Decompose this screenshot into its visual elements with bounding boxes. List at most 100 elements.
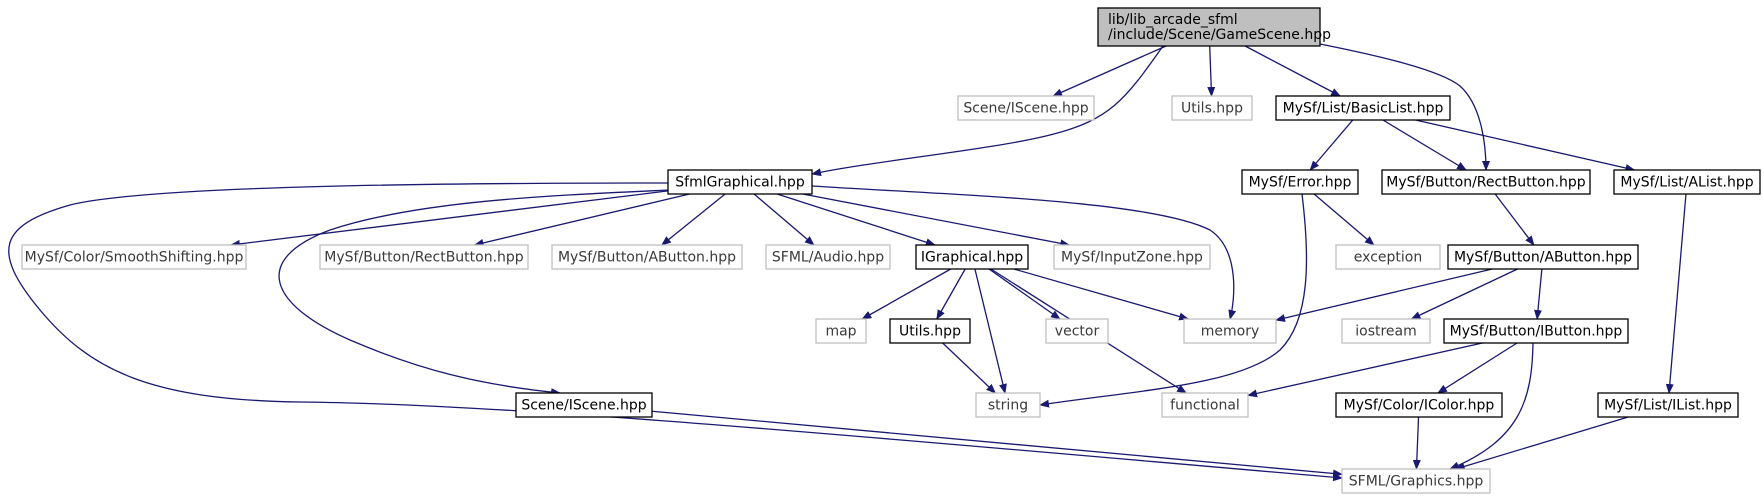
node-label: SfmlGraphical.hpp — [675, 175, 805, 191]
edge-sfmlgraphical-to-abutton_ext — [661, 193, 726, 246]
node-label: MySf/Button/IButton.hpp — [1450, 324, 1623, 340]
edge-sfmlgraphical-to-smoothshifting — [229, 190, 669, 248]
node-box — [1275, 95, 1451, 121]
node-box — [515, 392, 653, 418]
edge-abutton-to-iostream — [1410, 268, 1518, 320]
node-box — [1443, 318, 1629, 344]
edge-utils-to-string — [942, 342, 997, 394]
node-functional: functional — [1161, 392, 1249, 418]
node-label: MySf/List/AList.hpp — [1620, 175, 1753, 191]
node-basiclist[interactable]: MySf/List/BasicList.hpp — [1275, 95, 1451, 121]
node-string: string — [975, 392, 1041, 418]
node-sfml_graphics: SFML/Graphics.hpp — [1341, 468, 1491, 494]
node-box — [1341, 468, 1491, 494]
node-sfml_audio: SFML/Audio.hpp — [765, 244, 891, 270]
node-label: Utils.hpp — [1181, 101, 1243, 117]
node-label: MySf/InputZone.hpp — [1061, 250, 1203, 266]
edge-abutton-to-ibutton — [1534, 268, 1543, 320]
node-box — [21, 244, 247, 270]
node-label: MySf/Button/RectButton.hpp — [1386, 175, 1586, 191]
edge-sfmlgraphical-to-memory — [811, 185, 1237, 320]
edge-sfmlgraphical-to-sfml_graphics — [8, 182, 1343, 482]
edge-root-to-basiclist — [1244, 45, 1342, 97]
node-label: MySf/List/BasicList.hpp — [1283, 101, 1444, 117]
edge-basiclist-to-error — [1309, 119, 1354, 171]
edge-igraphical-to-map — [861, 268, 952, 320]
node-label: SFML/Audio.hpp — [772, 250, 884, 266]
node-label: vector — [1055, 324, 1100, 340]
node-sfmlgraphical[interactable]: SfmlGraphical.hpp — [667, 169, 813, 195]
node-iostream: iostream — [1341, 318, 1431, 344]
node-box — [1053, 244, 1211, 270]
node-box — [1183, 318, 1277, 344]
node-rectbutton[interactable]: MySf/Button/RectButton.hpp — [1381, 169, 1591, 195]
edge-sfmlgraphical-to-sfml_audio — [753, 193, 815, 246]
node-box — [1045, 318, 1109, 344]
node-label: Scene/IScene.hpp — [521, 398, 646, 414]
edge-icolor-to-sfml_graphics — [1412, 416, 1421, 470]
node-label: exception — [1354, 250, 1422, 266]
edge-sfmlgraphical-to-rectbutton_ext — [473, 193, 690, 247]
node-box — [1335, 244, 1441, 270]
node-label: iostream — [1355, 324, 1417, 340]
node-smoothshifting: MySf/Color/SmoothShifting.hpp — [21, 244, 247, 270]
node-label: MySf/List/IList.hpp — [1604, 398, 1732, 414]
node-box — [319, 244, 529, 270]
node-label: MySf/Color/SmoothShifting.hpp — [25, 250, 244, 266]
node-abutton[interactable]: MySf/Button/AButton.hpp — [1447, 244, 1639, 270]
node-label: MySf/Button/AButton.hpp — [558, 250, 736, 266]
node-label: lib/lib_arcade_sfml — [1108, 12, 1238, 28]
edge-basiclist-to-alist — [1415, 119, 1636, 172]
node-box — [1335, 392, 1503, 418]
node-box — [1613, 169, 1761, 195]
node-utils_ext: Utils.hpp — [1171, 95, 1253, 121]
node-scene_iscene_ext: Scene/IScene.hpp — [957, 95, 1095, 121]
node-box — [667, 169, 813, 195]
edge-ibutton-to-functional — [1247, 342, 1483, 398]
node-box — [1161, 392, 1249, 418]
node-label: functional — [1170, 398, 1240, 414]
node-utils[interactable]: Utils.hpp — [889, 318, 971, 344]
node-box — [1597, 392, 1739, 418]
node-error[interactable]: MySf/Error.hpp — [1241, 169, 1359, 195]
node-box — [1341, 318, 1431, 344]
node-label: Utils.hpp — [899, 324, 961, 340]
edge-alist-to-ilist — [1665, 193, 1687, 394]
node-scene_iscene[interactable]: Scene/IScene.hpp — [515, 392, 653, 418]
node-label: string — [988, 398, 1028, 414]
node-label: map — [825, 324, 856, 340]
node-label: MySf/Button/AButton.hpp — [1454, 250, 1632, 266]
node-label: memory — [1201, 324, 1260, 340]
node-root[interactable]: lib/lib_arcade_sfml/include/Scene/GameSc… — [1097, 7, 1331, 47]
node-box — [915, 244, 1029, 270]
node-box — [1241, 169, 1359, 195]
node-label: MySf/Color/IColor.hpp — [1344, 398, 1495, 414]
edge-igraphical-to-string — [974, 268, 1007, 394]
node-alist[interactable]: MySf/List/AList.hpp — [1613, 169, 1761, 195]
edge-ilist-to-sfml_graphics — [1454, 416, 1629, 471]
edge-rectbutton-to-abutton — [1494, 193, 1535, 246]
node-box — [957, 95, 1095, 121]
node-box — [1447, 244, 1639, 270]
node-icolor[interactable]: MySf/Color/IColor.hpp — [1335, 392, 1503, 418]
edge-basiclist-to-rectbutton — [1382, 119, 1467, 171]
node-memory: memory — [1183, 318, 1277, 344]
node-ilist[interactable]: MySf/List/IList.hpp — [1597, 392, 1739, 418]
edge-igraphical-to-utils — [936, 268, 966, 320]
edges-layer — [8, 43, 1687, 482]
node-igraphical[interactable]: IGraphical.hpp — [915, 244, 1029, 270]
edge-abutton-to-memory — [1275, 268, 1493, 322]
node-ibutton[interactable]: MySf/Button/IButton.hpp — [1443, 318, 1629, 344]
edge-scene_iscene-to-sfml_graphics — [651, 410, 1343, 478]
node-label: MySf/Button/RectButton.hpp — [324, 250, 524, 266]
node-exception: exception — [1335, 244, 1441, 270]
edge-igraphical-to-vector — [988, 268, 1061, 320]
node-label: MySf/Error.hpp — [1249, 175, 1352, 191]
node-map: map — [815, 318, 867, 344]
node-label: Scene/IScene.hpp — [963, 101, 1088, 117]
edge-root-to-rectbutton — [1319, 43, 1490, 171]
edge-root-to-scene_iscene_ext — [1052, 45, 1167, 97]
node-box — [815, 318, 867, 344]
node-vector: vector — [1045, 318, 1109, 344]
